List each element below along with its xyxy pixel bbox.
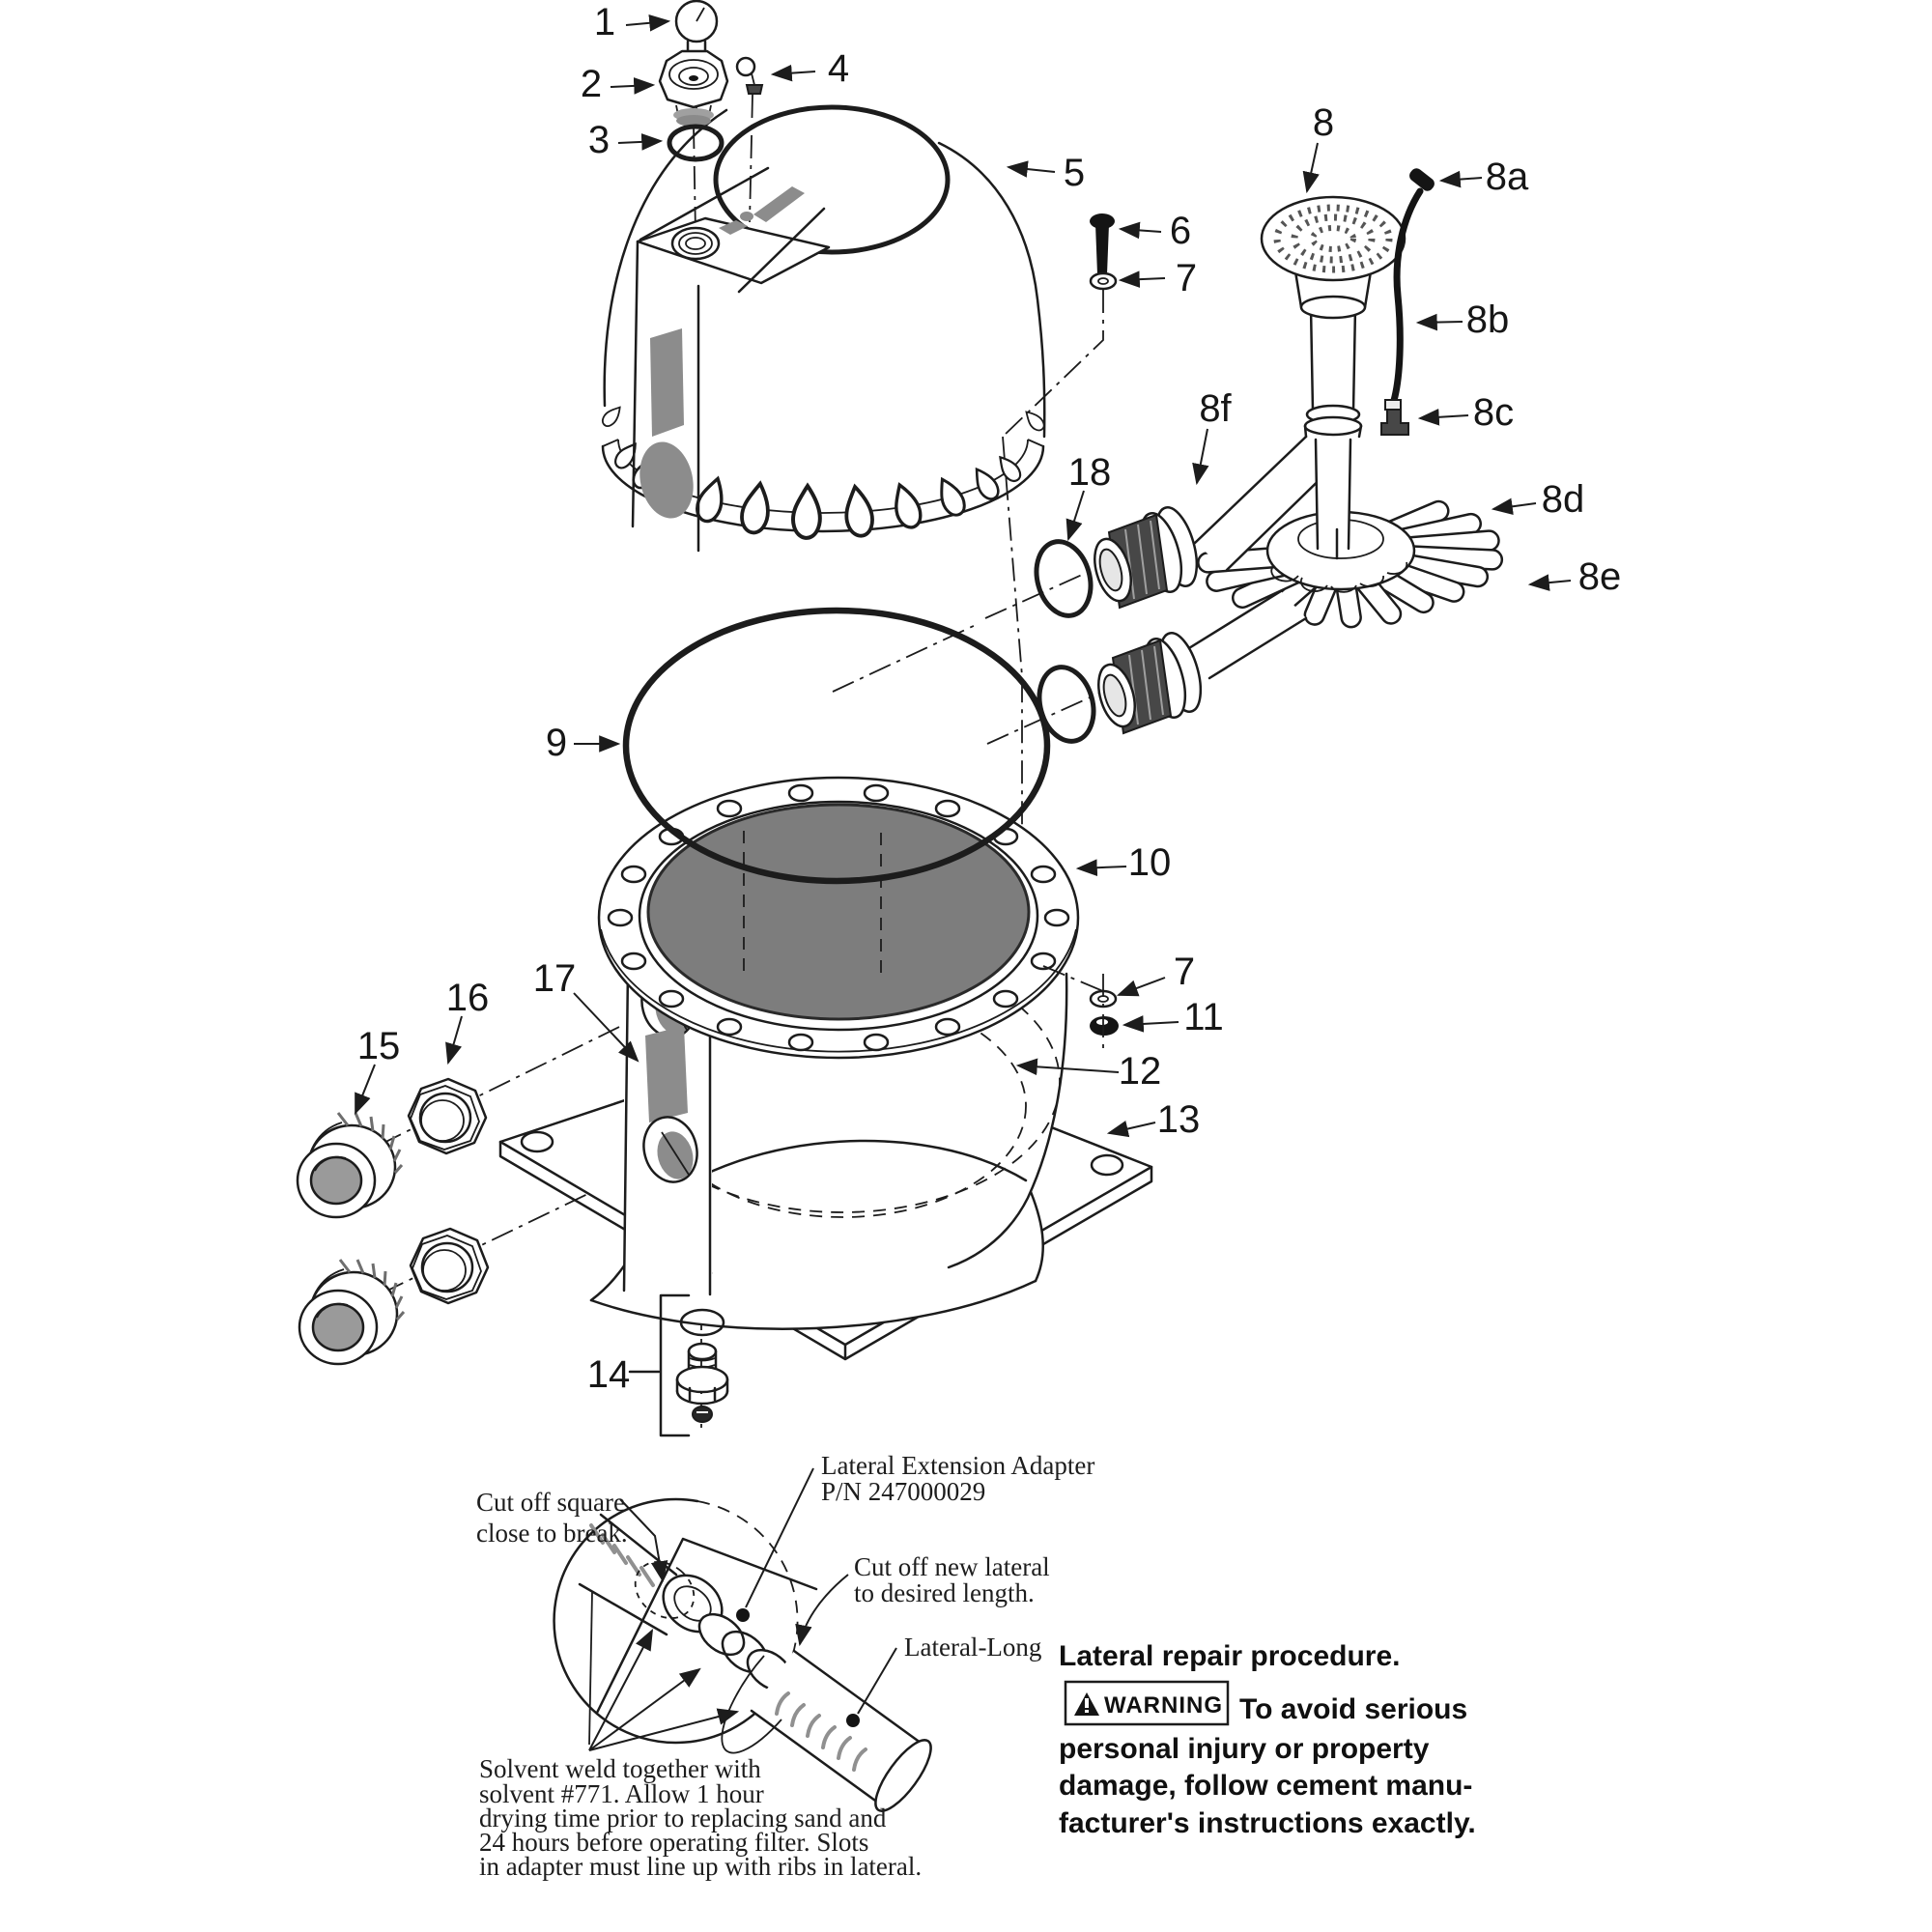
part-8b-cable (1380, 168, 1435, 436)
part-15-bulkhead-fitting-upper (296, 1112, 404, 1219)
label-7-bottom: 7 (1174, 951, 1195, 993)
warning-line1: To avoid serious (1239, 1693, 1467, 1725)
label-7-top: 7 (1176, 257, 1197, 299)
label-18: 18 (1068, 451, 1112, 494)
part-9-tank-oring (622, 607, 1051, 885)
part-3-gauge-oring (667, 124, 724, 162)
drain-oring (679, 1308, 725, 1337)
procedure-block: Lateral repair procedure. WARNING To avo… (1059, 1640, 1476, 1839)
label-17: 17 (533, 957, 577, 1000)
label-2: 2 (581, 63, 602, 105)
label-12: 12 (1119, 1050, 1162, 1093)
part-14-drain-assembly (628, 1293, 729, 1437)
part-18-oring-upper (1029, 535, 1098, 621)
part-8-lateral-assembly (1029, 168, 1504, 748)
part-8c-connector (1380, 399, 1409, 436)
label-13: 13 (1157, 1098, 1201, 1141)
part-8a-cable-tip (1409, 168, 1435, 191)
warning-box (1064, 1680, 1230, 1726)
bolt-axis-lower (1042, 965, 1104, 1055)
part-18-oring-lower (1032, 661, 1101, 747)
dome-top-opening (713, 104, 951, 255)
solvent-line3: drying time prior to replacing sand and (479, 1804, 887, 1833)
label-8d: 8d (1542, 478, 1585, 521)
cut-new-line2: to desired length. (854, 1578, 1035, 1607)
solvent-line1: Solvent weld together with (479, 1754, 761, 1783)
label-9: 9 (546, 722, 567, 764)
flange-bolt-holes (607, 783, 1070, 1052)
part-5-dome-lid (599, 104, 1048, 553)
drain-plug (675, 1342, 729, 1406)
part-4-air-relief-fitting (735, 56, 764, 95)
adapter-line2: P/N 247000029 (821, 1477, 985, 1506)
warning-badge: WARNING (1104, 1692, 1223, 1719)
drain-cap (692, 1406, 713, 1423)
part-10-tank-flange (597, 776, 1080, 1060)
cut-square-line1: Cut off square (476, 1488, 625, 1517)
lateral-long-part (721, 1649, 932, 1812)
label-6: 6 (1170, 210, 1191, 252)
adapter-line1: Lateral Extension Adapter (821, 1451, 1094, 1480)
warning-line2: personal injury or property (1059, 1733, 1430, 1765)
part-8f-bulkhead-upper (1087, 501, 1207, 610)
cut-square-line2: close to break. (476, 1519, 628, 1548)
label-8e: 8e (1578, 555, 1622, 598)
callouts: 1 2 3 4 5 6 7 8 8a 8b 8c 8d 8e 8f 9 10 7… (355, 1, 1621, 1396)
gauge-port (670, 226, 721, 261)
label-8b: 8b (1466, 298, 1510, 341)
label-3: 3 (588, 119, 610, 161)
label-16: 16 (446, 977, 490, 1019)
bulkhead-lower (1091, 627, 1210, 735)
label-8: 8 (1313, 101, 1334, 144)
procedure-title: Lateral repair procedure. (1059, 1640, 1400, 1672)
label-15: 15 (357, 1025, 401, 1067)
part-15-bulkhead-fitting-lower (298, 1259, 406, 1366)
label-8f: 8f (1199, 387, 1232, 430)
solvent-line2: solvent #771. Allow 1 hour (479, 1779, 764, 1808)
dome-console (631, 166, 831, 553)
part-16-lock-nut-upper (407, 1077, 488, 1155)
label-1: 1 (594, 1, 615, 43)
inset-leaders (588, 1467, 897, 1751)
lateral-long-label: Lateral-Long (904, 1633, 1041, 1662)
cut-new-line1: Cut off new lateral (854, 1552, 1050, 1581)
solvent-line4: 24 hours before operating filter. Slots (479, 1828, 868, 1857)
pipe-lower (1182, 589, 1308, 680)
solvent-line5: in adapter must line up with ribs in lat… (479, 1852, 922, 1881)
part-11-cap-nut (1090, 1016, 1119, 1036)
extension-adapter (697, 1612, 794, 1692)
label-4: 4 (828, 47, 849, 90)
part-1-pressure-gauge (674, 0, 719, 59)
label-10: 10 (1128, 841, 1172, 884)
warning-line3: damage, follow cement manu- (1059, 1770, 1472, 1802)
label-11: 11 (1183, 996, 1224, 1038)
label-8c: 8c (1473, 391, 1514, 434)
lateral-long-dot (846, 1714, 860, 1727)
part-6-bolt (1090, 213, 1115, 274)
part-7-washer-top (1089, 271, 1118, 291)
lateral-repair-inset: Cut off square close to break. Lateral E… (476, 1451, 1094, 1881)
part-8-strainer-head (1260, 195, 1406, 320)
standpipe (1303, 305, 1363, 560)
label-5: 5 (1064, 152, 1085, 194)
warning-icon (1074, 1692, 1099, 1716)
part-16-lock-nut-lower (409, 1227, 490, 1305)
label-14: 14 (587, 1353, 631, 1396)
warning-line4: facturer's instructions exactly. (1059, 1807, 1476, 1839)
part-2-gauge-adapter-nut (658, 49, 729, 127)
break-lines (595, 1537, 818, 1715)
inset-annotations: Cut off square close to break. Lateral E… (476, 1451, 1094, 1881)
label-8a: 8a (1486, 156, 1529, 198)
